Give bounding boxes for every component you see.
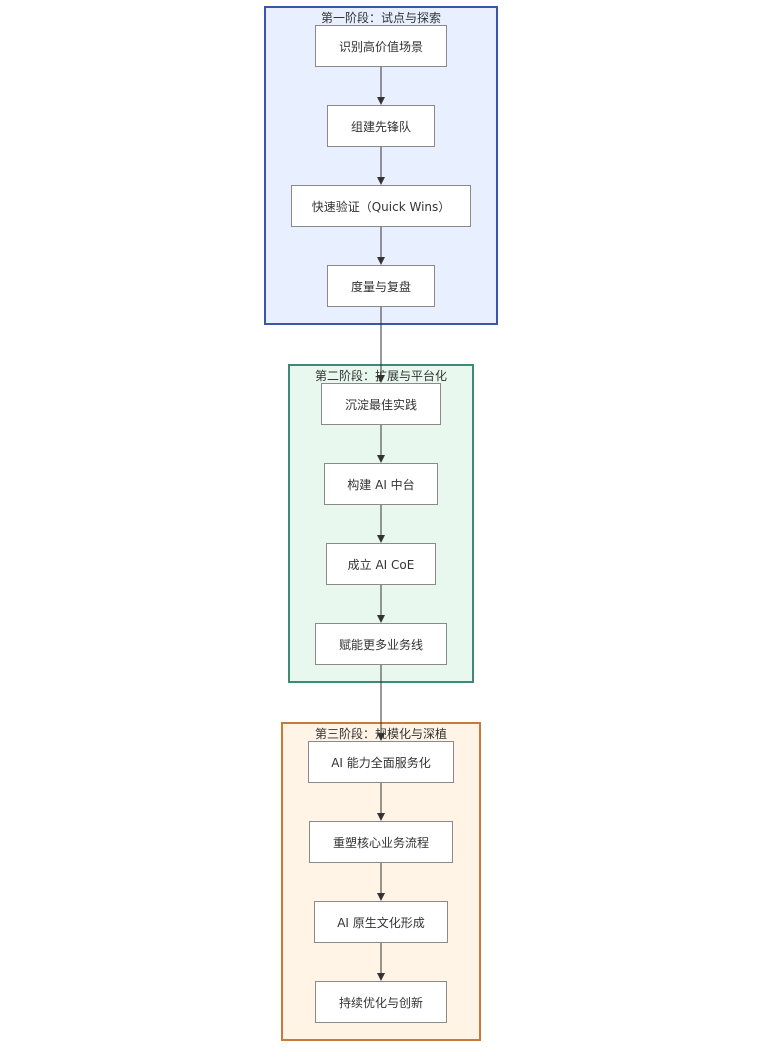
step-measure-and-review: 度量与复盘 bbox=[327, 265, 435, 307]
step-continuous-optimization: 持续优化与创新 bbox=[315, 981, 447, 1023]
step-best-practices: 沉淀最佳实践 bbox=[321, 383, 441, 425]
step-ai-native-culture: AI 原生文化形成 bbox=[314, 901, 448, 943]
step-establish-ai-coe: 成立 AI CoE bbox=[326, 543, 436, 585]
stage-3-title: 第三阶段：规模化与深植 bbox=[314, 727, 447, 741]
step-empower-business-lines: 赋能更多业务线 bbox=[315, 623, 447, 665]
step-build-ai-platform: 构建 AI 中台 bbox=[324, 463, 438, 505]
step-reshape-core-processes: 重塑核心业务流程 bbox=[309, 821, 453, 863]
stage-1-title: 第一阶段：试点与探索 bbox=[320, 11, 441, 25]
step-identify-high-value-scenarios: 识别高价值场景 bbox=[315, 25, 447, 67]
step-quick-validation: 快速验证（Quick Wins） bbox=[291, 185, 471, 227]
step-ai-as-service: AI 能力全面服务化 bbox=[308, 741, 454, 783]
stage-2-title: 第二阶段：扩展与平台化 bbox=[314, 369, 447, 383]
step-form-pioneer-team: 组建先锋队 bbox=[327, 105, 435, 147]
